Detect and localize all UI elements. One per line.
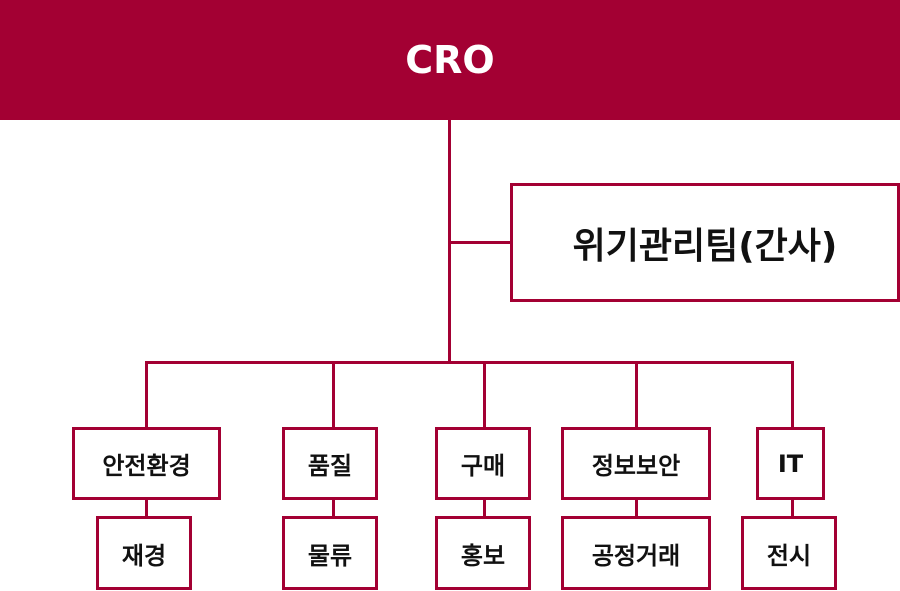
dept-2-bottom-box: 물류	[282, 516, 378, 590]
dept-3-link-connector	[483, 498, 486, 518]
dept-1-top-box: 안전환경	[72, 427, 221, 500]
crisis-management-team-box: 위기관리팀(간사)	[510, 183, 900, 302]
dept-2-top-label: 품질	[307, 452, 353, 480]
dept-5-drop-connector	[791, 361, 794, 429]
dept-3-drop-connector	[483, 361, 486, 429]
dept-4-drop-connector	[635, 361, 638, 429]
dept-5-top-label: IT	[777, 449, 804, 478]
dept-2-top-box: 품질	[282, 427, 378, 500]
cro-header: CRO	[0, 0, 900, 120]
dept-5-bottom-box: 전시	[741, 516, 837, 590]
dept-1-bottom-label: 재경	[121, 541, 167, 570]
dept-1-bottom-box: 재경	[96, 516, 192, 590]
department-bus-connector	[145, 361, 794, 364]
dept-4-bottom-box: 공정거래	[561, 516, 711, 590]
dept-1-top-label: 안전환경	[102, 452, 191, 480]
dept-3-bottom-label: 홍보	[460, 541, 506, 570]
dept-4-top-box: 정보보안	[561, 427, 711, 500]
dept-5-top-box: IT	[756, 427, 825, 500]
dept-5-link-connector	[791, 498, 794, 518]
dept-3-top-box: 구매	[435, 427, 531, 500]
dept-1-drop-connector	[145, 361, 148, 429]
dept-3-bottom-box: 홍보	[435, 516, 531, 590]
dept-1-link-connector	[145, 498, 148, 518]
dept-2-link-connector	[332, 498, 335, 518]
dept-4-top-label: 정보보안	[591, 452, 681, 480]
dept-2-bottom-label: 물류	[307, 541, 353, 570]
side-team-connector	[448, 241, 512, 244]
dept-4-bottom-label: 공정거래	[591, 541, 681, 570]
crisis-management-team-label: 위기관리팀(간사)	[572, 225, 838, 267]
cro-title: CRO	[405, 38, 495, 82]
dept-5-bottom-label: 전시	[766, 541, 812, 570]
dept-3-top-label: 구매	[460, 452, 506, 480]
dept-4-link-connector	[635, 498, 638, 518]
dept-2-drop-connector	[332, 361, 335, 429]
